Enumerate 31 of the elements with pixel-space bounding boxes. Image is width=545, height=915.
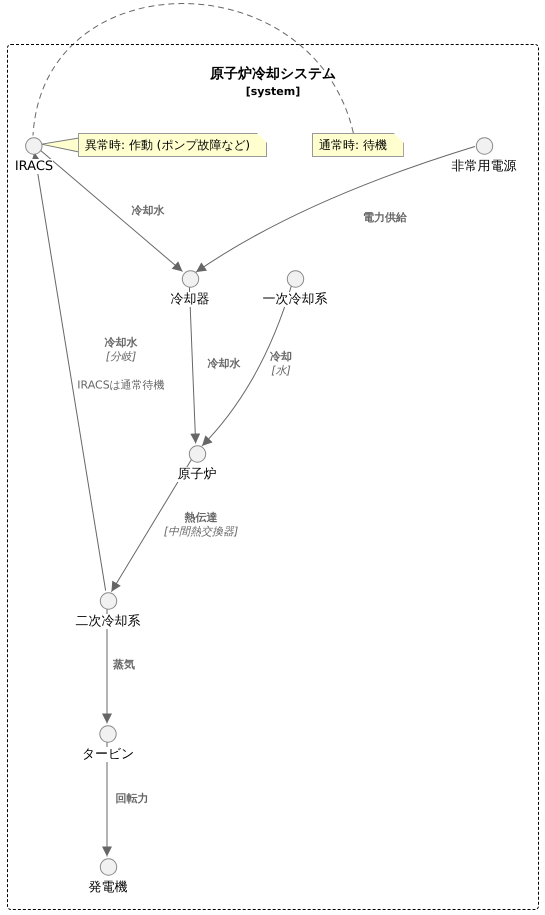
boundary-title: 原子炉冷却システム	[208, 65, 337, 83]
arrow	[195, 146, 476, 273]
system-boundary	[7, 44, 539, 910]
node-label: IRACS	[14, 158, 54, 174]
dashed-connector	[32, 3, 354, 136]
node-label: 原子炉	[178, 466, 216, 482]
node-label: 二次冷却系	[76, 614, 140, 628]
stereotype-label: [system]	[244, 85, 302, 98]
edge-label: 冷却水 [分岐]	[104, 336, 138, 364]
edge-label: 冷却水	[130, 204, 166, 218]
node-label: 冷却器	[170, 292, 210, 306]
arrow	[110, 458, 192, 592]
arrow	[201, 284, 292, 446]
node-label: タービン	[82, 746, 134, 762]
note-text: IRACSは通常待機	[77, 378, 165, 392]
edge-label: 回転力	[114, 792, 150, 806]
edge-label: 蒸気	[112, 658, 136, 672]
node-label: 一次冷却系	[262, 292, 328, 306]
node-label: 発電機	[88, 880, 128, 894]
arrow	[188, 285, 200, 444]
edge-label: 熱伝達 [中間熱交換器]	[162, 511, 240, 539]
edge-label: 電力供給	[362, 211, 408, 225]
arrow	[102, 607, 112, 724]
arrow	[31, 152, 106, 592]
edge-label: 冷却 [水]	[269, 350, 293, 378]
note-connector	[41, 138, 80, 152]
edge-label: 冷却水	[206, 357, 242, 371]
note: 通常時: 待機	[312, 133, 404, 157]
arrow	[102, 740, 112, 857]
arrow	[38, 149, 184, 272]
node-label: 非常用電源	[452, 158, 516, 174]
